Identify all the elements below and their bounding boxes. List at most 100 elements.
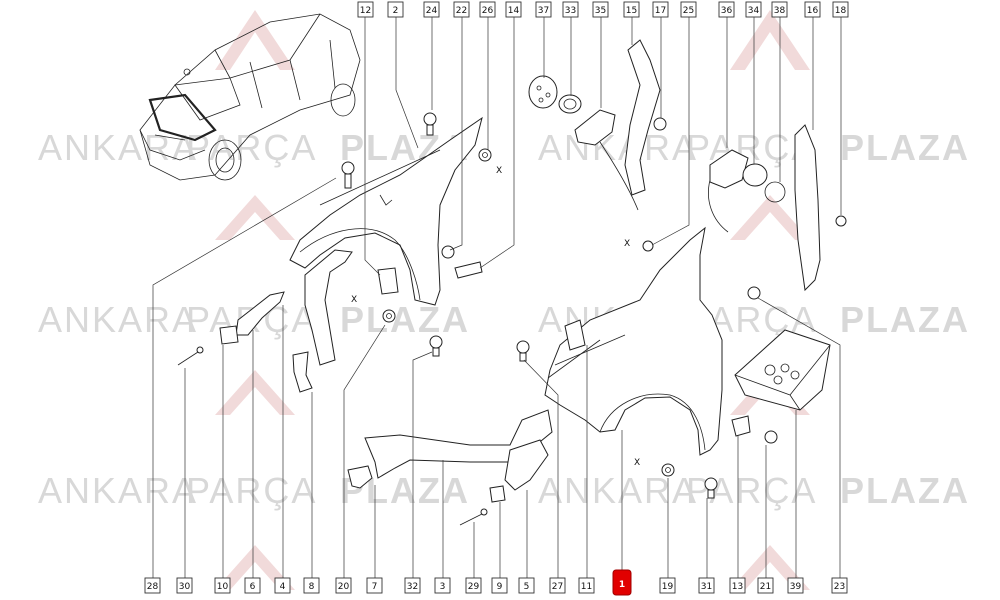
svg-text:19: 19 (662, 582, 674, 592)
watermark-ankara: ANKARA (538, 127, 698, 168)
svg-text:25: 25 (683, 6, 694, 16)
svg-text:26: 26 (482, 6, 494, 16)
svg-text:11: 11 (581, 582, 592, 592)
callout-27[interactable]: 27 (549, 577, 566, 594)
bolt (429, 335, 443, 357)
callout-6[interactable]: 6 (244, 577, 261, 594)
callout-31[interactable]: 31 (698, 577, 715, 594)
svg-text:34: 34 (748, 6, 760, 16)
callout-34[interactable]: 34 (745, 1, 762, 18)
svg-text:22: 22 (456, 6, 467, 16)
svg-text:14: 14 (508, 6, 520, 16)
callout-24[interactable]: 24 (423, 1, 440, 18)
svg-text:29: 29 (468, 582, 480, 592)
callouts-bottom: 28 30 10 6 4 8 20 7 32 3 29 9 5 27 11 1 … (144, 569, 848, 596)
watermark-ankara: ANKARA (38, 299, 198, 340)
callout-14[interactable]: 14 (505, 1, 522, 18)
clip (177, 346, 204, 366)
callout-5[interactable]: 5 (518, 577, 535, 594)
clip (459, 508, 488, 526)
callout-1-highlighted[interactable]: 1 (612, 569, 632, 596)
watermark-plaza: PLAZA (340, 299, 470, 340)
svg-text:24: 24 (426, 6, 438, 16)
front-fender-exploded (289, 116, 483, 306)
callout-32[interactable]: 32 (404, 577, 421, 594)
callout-38[interactable]: 38 (771, 1, 788, 18)
watermark-row-2: ANKARA PARÇA PLAZA ANKARA PARÇA PLAZA (38, 195, 968, 340)
svg-text:31: 31 (701, 582, 712, 592)
watermark-parca: PARÇA (686, 127, 817, 168)
fuel-flap-parts (528, 39, 821, 292)
watermark-parca: PARÇA (186, 127, 317, 168)
callout-12[interactable]: 12 (357, 1, 374, 18)
svg-text:2: 2 (393, 6, 399, 16)
callout-30[interactable]: 30 (176, 577, 193, 594)
svg-text:39: 39 (790, 582, 802, 592)
svg-text:32: 32 (407, 582, 418, 592)
callout-29[interactable]: 29 (465, 577, 482, 594)
bolt (835, 215, 847, 227)
nut (478, 148, 492, 162)
parts-kit-box (734, 329, 831, 411)
callout-21[interactable]: 21 (757, 577, 774, 594)
svg-text:36: 36 (721, 6, 733, 16)
svg-text:35: 35 (595, 6, 606, 16)
nut (382, 309, 396, 323)
callout-36[interactable]: 36 (718, 1, 735, 18)
svg-text:23: 23 (834, 582, 845, 592)
svg-text:15: 15 (626, 6, 637, 16)
callout-18[interactable]: 18 (832, 1, 849, 18)
callout-11[interactable]: 11 (578, 577, 595, 594)
callouts-top: 12 2 24 22 26 14 37 33 35 15 17 25 36 34… (357, 1, 849, 18)
bolt (704, 477, 718, 499)
callout-13[interactable]: 13 (729, 577, 746, 594)
callout-28[interactable]: 28 (144, 577, 161, 594)
svg-text:30: 30 (179, 582, 191, 592)
bolt (341, 161, 355, 189)
callout-35[interactable]: 35 (592, 1, 609, 18)
callout-10[interactable]: 10 (214, 577, 231, 594)
x-marker: X (634, 458, 640, 468)
callout-23[interactable]: 23 (831, 577, 848, 594)
leader-lines (152, 17, 842, 578)
callout-33[interactable]: 33 (562, 1, 579, 18)
svg-text:33: 33 (565, 6, 576, 16)
callout-3[interactable]: 3 (434, 577, 451, 594)
callout-16[interactable]: 16 (804, 1, 821, 18)
callout-15[interactable]: 15 (623, 1, 640, 18)
callout-39[interactable]: 39 (787, 577, 804, 594)
x-marker: X (496, 166, 502, 176)
fasteners (177, 112, 847, 526)
callout-19[interactable]: 19 (659, 577, 676, 594)
watermark-plaza: PLAZA (840, 470, 970, 511)
bolt (441, 245, 455, 259)
svg-text:16: 16 (807, 6, 819, 16)
callout-20[interactable]: 20 (335, 577, 352, 594)
svg-text:27: 27 (552, 582, 563, 592)
svg-text:3: 3 (440, 582, 446, 592)
bolt (653, 117, 667, 131)
nut (642, 240, 654, 252)
callout-22[interactable]: 22 (453, 1, 470, 18)
callout-7[interactable]: 7 (366, 577, 383, 594)
watermark-ankara: ANKARA (538, 470, 698, 511)
watermark-row-3: ANKARA PARÇA PLAZA ANKARA PARÇA PLAZA (38, 370, 970, 590)
svg-text:8: 8 (309, 582, 315, 592)
callout-37[interactable]: 37 (535, 1, 552, 18)
svg-text:7: 7 (372, 582, 378, 592)
callout-9[interactable]: 9 (491, 577, 508, 594)
nut (661, 463, 675, 477)
callout-25[interactable]: 25 (680, 1, 697, 18)
fender-brackets (219, 249, 751, 503)
callout-4[interactable]: 4 (274, 577, 291, 594)
callout-8[interactable]: 8 (303, 577, 320, 594)
x-marker: X (624, 239, 630, 249)
callout-17[interactable]: 17 (652, 1, 669, 18)
watermark: ANKARA PARÇA PLAZA ANKARA PARÇA PLAZA AN… (38, 10, 970, 590)
callout-2[interactable]: 2 (387, 1, 404, 18)
callout-26[interactable]: 26 (479, 1, 496, 18)
x-markers: X X X X (351, 166, 640, 468)
watermark-logo-top (215, 10, 810, 70)
svg-text:20: 20 (338, 582, 350, 592)
